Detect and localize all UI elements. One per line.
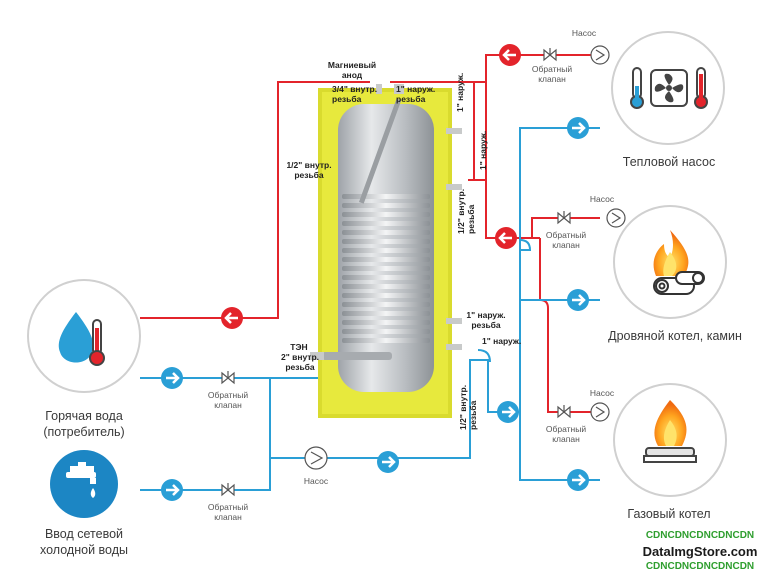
fire-icon [653,230,689,276]
cold-water-caption: Ввод сетевой холодной воды [40,527,128,557]
check-valve-icon [221,483,235,497]
watermark-line-2: DataImgStore.com [642,544,758,559]
thread-34-label: 3/4" внутр. резьба [332,84,378,104]
thread-2-label: 2" внутр. резьба [280,352,320,372]
check-valve-icon [221,371,235,385]
faucet-icon [66,462,96,498]
flow-arrow-hot-1 [221,307,243,329]
thread-12-right-label: 1/2" внутр. резьба [456,188,476,234]
flow-arrow-cold-6 [567,289,589,311]
flow-arrow-cold-5 [567,117,589,139]
thermometer-hot-icon [89,319,105,366]
cold-water-input-unit [50,450,118,518]
logs-icon [653,271,705,295]
wood-boiler-unit [613,205,727,319]
pump-label-3: Насос [589,388,615,398]
pump-label-2: Насос [589,194,615,204]
check-valve-label-4: Обратный клапан [207,390,249,410]
anode-rod [358,98,402,204]
thread-1-top-label: 1" наруж. резьба [396,84,436,104]
nar1-res-label: 1" наруж. резьба [466,310,506,330]
watermark-line-1: CDNCDNCDNCDNCDN [645,530,755,541]
gas-burner-icon [643,400,697,463]
boiler-tank [310,84,462,418]
pump-icon [590,45,610,65]
thermometer-hot-icon [694,67,708,109]
check-valve-label-2: Обратный клапан [545,230,587,250]
gas-boiler-unit [613,383,727,497]
heat-pump-unit [611,31,725,145]
check-valve-label-5: Обратный клапан [207,502,249,522]
check-valve-label-1: Обратный клапан [531,64,573,84]
anode-label: Магниевый анод [327,60,377,80]
flow-arrow-cold-2 [161,479,183,501]
flow-arrow-hot-2 [499,44,521,66]
flow-arrow-cold-3 [377,451,399,473]
water-drop-icon [58,312,94,363]
thread-12-left-label: 1/2" внутр. резьба [286,160,332,180]
thermometer-cold-icon [630,67,644,109]
check-valve-icon [557,405,571,419]
heat-pump-caption: Тепловой насос [622,155,716,169]
check-valve-icon [557,211,571,225]
check-valve-label-3: Обратный клапан [545,424,587,444]
ten-label: ТЭН [290,342,308,352]
flow-arrow-cold-7 [567,469,589,491]
hot-water-consumer-unit [27,279,141,393]
gas-boiler-caption: Газовый котел [627,507,711,521]
flow-arrow-hot-3 [495,227,517,249]
watermark-line-3: CDNCDNCDNCDNCDN [645,561,755,572]
hot-water-caption: Горячая вода (потребитель) [43,409,125,439]
pump-label-4: Насос [303,476,329,486]
nar1-b-label: 1" наруж. [478,130,488,170]
wood-boiler-caption: Дровяной котел, камин [608,329,742,343]
thread-12-low-label: 1/2" внутр. резьба [458,384,478,430]
pump-icon [606,208,626,228]
heat-exchanger-coil [342,194,430,343]
fan-icon [650,69,688,107]
heating-element [322,352,392,360]
pump-icon [304,446,328,470]
pump-icon [590,402,610,422]
nar1-a-label: 1" наруж. [455,72,465,112]
flow-arrow-cold-4 [497,401,519,423]
nar1-c-label: 1" наруж. [482,336,522,346]
flow-arrow-cold-1 [161,367,183,389]
check-valve-icon [543,48,557,62]
pump-label-1: Насос [571,28,597,38]
